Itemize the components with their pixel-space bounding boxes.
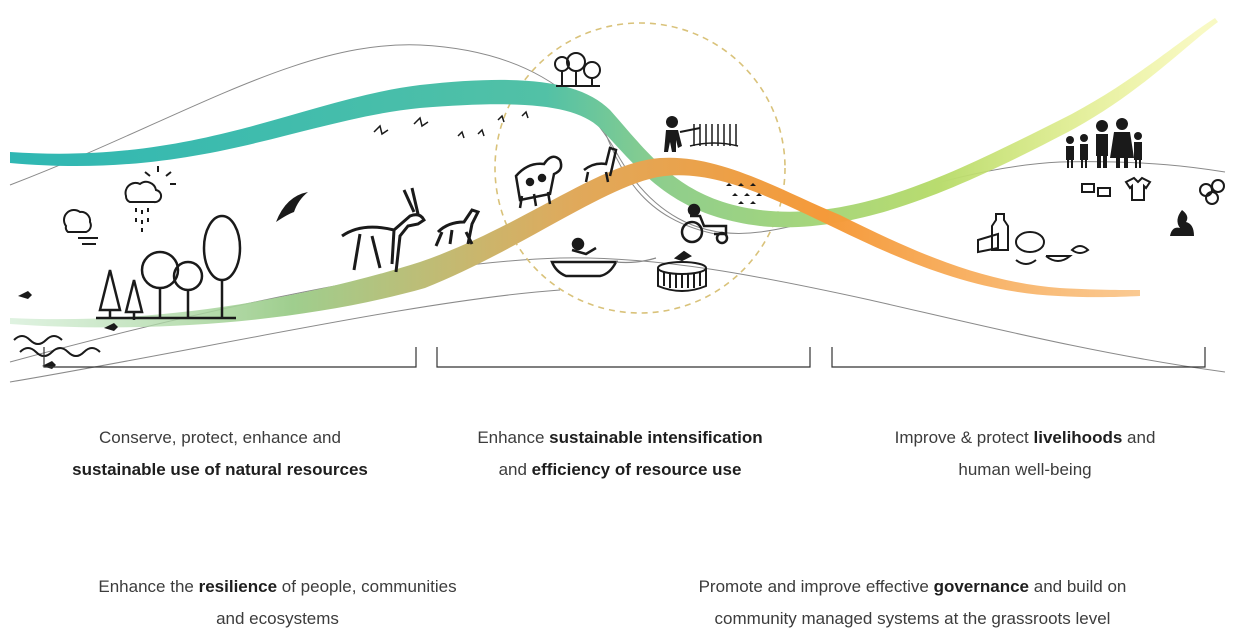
bracket-natural-resources (43, 347, 417, 368)
rain-cloud-icon (124, 180, 163, 232)
sun-icon (144, 166, 176, 185)
tree-icon (554, 52, 601, 87)
bracket-intensification (436, 347, 811, 368)
farmer-icon (726, 183, 762, 204)
objective-livelihoods-line2: human well-being (958, 460, 1092, 479)
boat-icon (550, 237, 657, 278)
bracket-livelihoods (831, 347, 1206, 368)
cross-cutting-governance-line1: Promote and improve effective governance… (698, 577, 1127, 596)
goat-icon (583, 146, 618, 183)
cross-cutting-governance-line2: community managed systems at the grassro… (714, 609, 1111, 628)
farmer-icon (689, 124, 739, 147)
objective-natural-resources-line2: sustainable use of natural resources (72, 460, 368, 479)
landscape-illustration (9, 18, 1226, 383)
wave-icon (13, 335, 101, 357)
cross-cutting-resilience-line2: and ecosystems (216, 609, 339, 628)
family-icon (1066, 118, 1142, 168)
intensification-circle (494, 22, 786, 314)
objective-livelihoods: Improve & protect livelihoods and human … (825, 422, 1225, 486)
cross-cutting-resilience-line1: Enhance the resilience of people, commun… (98, 577, 457, 596)
cow-icon (514, 155, 563, 209)
objective-intensification: Enhance sustainable intensification and … (420, 422, 820, 486)
natural-resources-band (10, 18, 1218, 228)
bird-icon (276, 192, 308, 222)
objective-natural-resources: Conserve, protect, enhance and sustainab… (20, 422, 420, 486)
food-icon (977, 213, 1090, 265)
campfire-icon (1170, 210, 1194, 236)
fish-cage-icon (657, 250, 707, 292)
objective-livelihoods-line1: Improve & protect livelihoods and (894, 428, 1156, 447)
tree-icon (96, 214, 242, 320)
livelihood-band (10, 157, 1140, 328)
cross-cutting-governance: Promote and improve effective governance… (600, 571, 1225, 635)
clothes-icon (1081, 176, 1152, 201)
cloud-icon (63, 209, 98, 245)
tractor-icon (680, 203, 729, 245)
fish-icon (18, 291, 118, 369)
farmer-icon (664, 116, 701, 152)
firewood-icon (1199, 179, 1225, 205)
cross-cutting-resilience: Enhance the resilience of people, commun… (40, 571, 515, 635)
hill-contours (9, 44, 1226, 383)
objective-intensification-line2: and efficiency of resource use (498, 460, 742, 479)
antelope-icon (341, 187, 426, 273)
deer-icon (434, 208, 481, 247)
butterfly-icon (373, 110, 529, 139)
objective-intensification-line1: Enhance sustainable intensification (477, 428, 763, 447)
objective-natural-resources-line1: Conserve, protect, enhance and (99, 428, 341, 447)
